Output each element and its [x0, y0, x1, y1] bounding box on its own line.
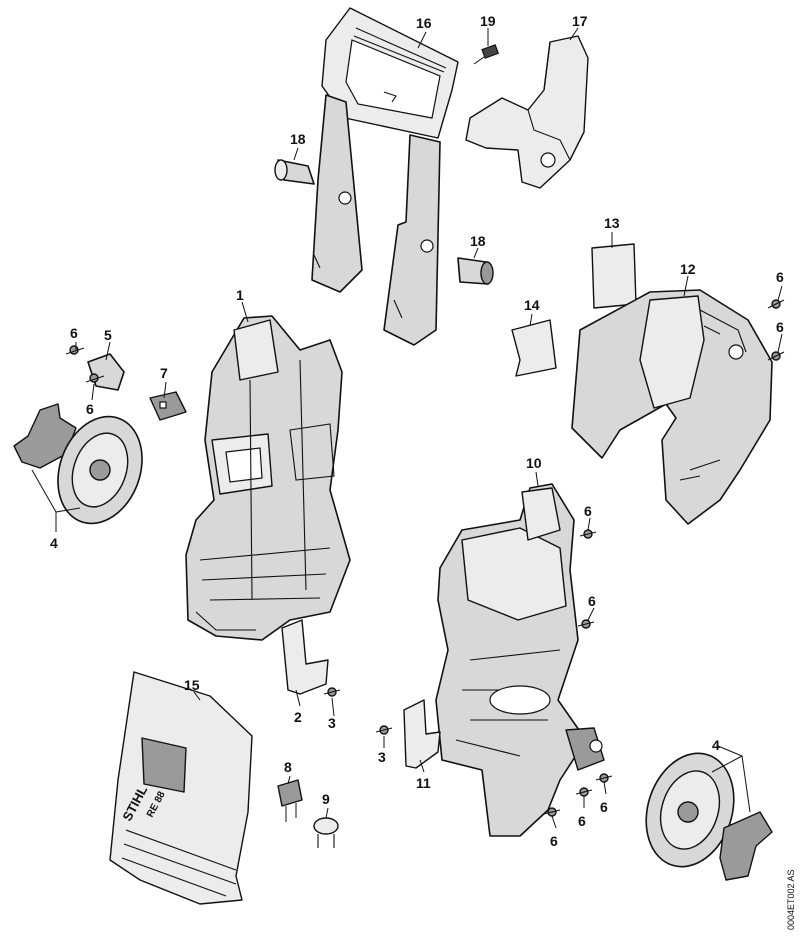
label-part-8: 8 — [284, 759, 292, 775]
part-wheel-left — [13, 403, 143, 525]
label-part-19: 19 — [480, 13, 496, 29]
label-part-1: 1 — [236, 287, 244, 303]
part-bracket-11 — [403, 699, 441, 769]
image-code: 0004ET002 AS — [786, 869, 796, 930]
label-part-6-e: 6 — [584, 503, 592, 519]
part-clip-19 — [473, 44, 500, 65]
part-top-cover — [465, 35, 589, 189]
label-part-6-i: 6 — [550, 833, 558, 849]
label-part-4-right: 4 — [712, 737, 720, 753]
part-connector-9 — [313, 817, 339, 848]
label-part-13: 13 — [604, 215, 620, 231]
part-main-frame — [185, 315, 351, 641]
label-part-4-left: 4 — [50, 535, 58, 551]
label-part-6-g: 6 — [600, 799, 608, 815]
label-part-5: 5 — [104, 327, 112, 343]
label-part-16: 16 — [416, 15, 432, 31]
part-bracket-2 — [281, 619, 329, 695]
label-part-18-upper: 18 — [290, 131, 306, 147]
label-part-14: 14 — [524, 297, 540, 313]
part-capacitor-8 — [277, 779, 303, 822]
part-wheel-right — [645, 752, 773, 881]
part-plug-lower — [457, 257, 494, 285]
label-part-18-lower: 18 — [470, 233, 486, 249]
part-pump-housing — [435, 483, 605, 837]
label-part-6-f: 6 — [588, 593, 596, 609]
part-number-labels: 1 2 3 3 4 4 5 6 6 6 6 6 6 6 6 6 7 8 9 10… — [50, 13, 784, 849]
label-part-9: 9 — [322, 791, 330, 807]
part-plug-upper — [274, 159, 315, 185]
part-label-sheet-13 — [591, 243, 637, 309]
part-switch-7 — [149, 391, 187, 421]
label-part-6-h: 6 — [578, 813, 586, 829]
label-part-6-a: 6 — [70, 325, 78, 341]
leader-lines — [31, 27, 783, 829]
label-part-6-c: 6 — [776, 269, 784, 285]
screws — [65, 299, 785, 817]
label-part-17: 17 — [572, 13, 588, 29]
part-label-sheet-14 — [511, 319, 557, 377]
label-part-2: 2 — [294, 709, 302, 725]
label-part-6-b: 6 — [86, 401, 94, 417]
label-part-7: 7 — [160, 365, 168, 381]
label-part-3-right: 3 — [378, 749, 386, 765]
label-part-15: 15 — [184, 677, 200, 693]
label-part-10: 10 — [526, 455, 542, 471]
label-part-11: 11 — [416, 775, 431, 791]
label-part-6-d: 6 — [776, 319, 784, 335]
part-handle — [311, 7, 459, 346]
label-part-3-left: 3 — [328, 715, 336, 731]
part-front-panel: STIHL RE 88 — [109, 671, 253, 905]
label-part-12: 12 — [680, 261, 696, 277]
part-rear-housing — [571, 289, 773, 525]
